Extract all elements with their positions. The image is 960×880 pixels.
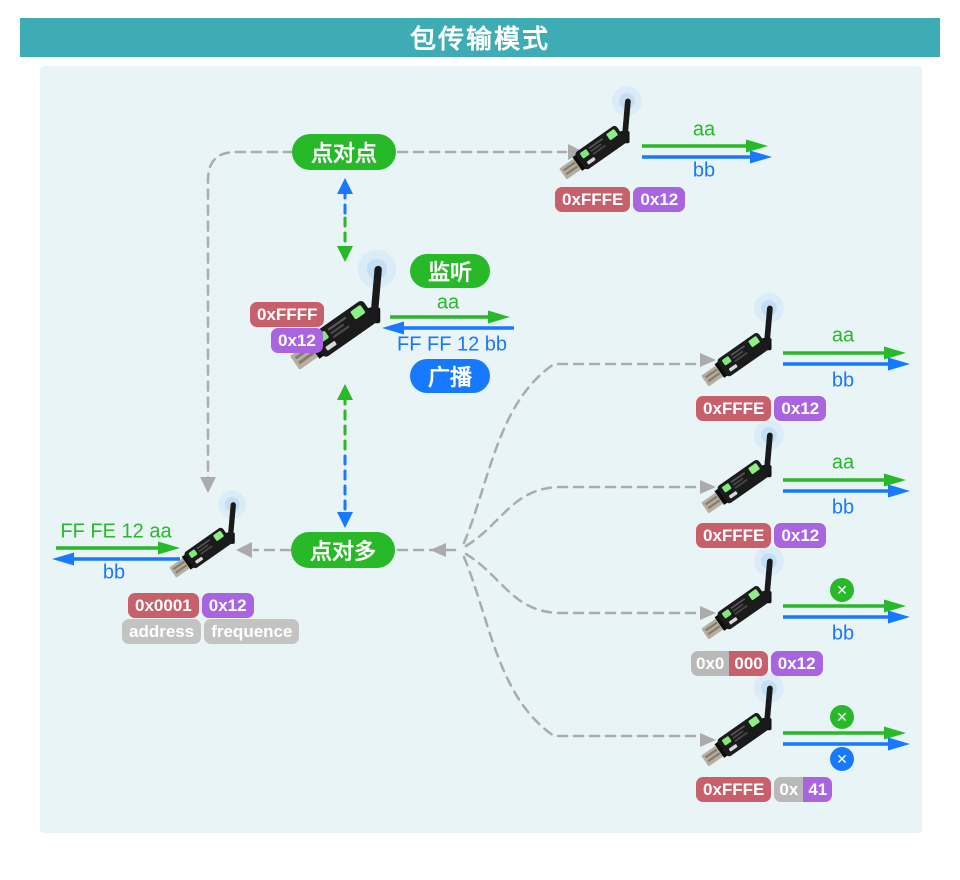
- usb-dongle-right2: [698, 420, 784, 517]
- blue-arrowhead-r2: [888, 484, 910, 498]
- blue-arrowhead-center-left: [382, 321, 404, 335]
- center-device-address: 0xFFFF: [250, 302, 325, 327]
- page-title: 包传输模式: [409, 24, 550, 54]
- dashed-branch-right2: [464, 485, 700, 548]
- green-arrowhead-r1: [884, 346, 906, 360]
- channel-badge: 0x12: [633, 187, 686, 212]
- blue-arrowhead-down: [337, 512, 353, 528]
- green-arrowhead-center: [488, 310, 510, 324]
- blue-arrowhead-top: [750, 150, 772, 164]
- green-arrowhead-down: [337, 246, 353, 262]
- gray-arrowhead-right4: [700, 733, 716, 747]
- blue-arrowhead-r1: [888, 357, 910, 371]
- flow-label-bb-r2: bb: [831, 496, 855, 519]
- blocked-cross-icon: ✕: [830, 705, 854, 729]
- green-arrowhead-top: [746, 139, 768, 153]
- blue-arrowhead-r4: [888, 737, 910, 751]
- flow-label-aa-r1: aa: [831, 324, 855, 347]
- flow-label-bb-r3: bb: [831, 622, 855, 645]
- right2-badges: 0xFFFE 0x12: [696, 523, 827, 548]
- gray-arrowhead-right3: [700, 606, 716, 620]
- pill-listen: 监听: [410, 254, 490, 288]
- dashed-branch-right4: [462, 555, 700, 738]
- pill-point-to-multi: 点对多: [291, 532, 395, 568]
- flow-label-bb-r1: bb: [831, 369, 855, 392]
- diagram-panel: [40, 66, 922, 833]
- gray-arrowhead-left: [236, 542, 252, 558]
- flow-label-bb-top: bb: [692, 159, 716, 182]
- blocked-cross-icon: ✕: [830, 578, 854, 602]
- channel-badge: 0x12: [271, 328, 323, 353]
- green-arrowhead-r3: [884, 599, 906, 613]
- section-header: 包传输模式: [20, 18, 940, 57]
- flow-label-unicast-frame: FF FE 12 aa: [60, 520, 172, 543]
- address-badge: 0xFFFE: [696, 777, 772, 802]
- dashed-branch-right1: [462, 362, 700, 545]
- dashed-link-p2p-to-left-device: [206, 150, 295, 480]
- green-arrowhead-r4: [884, 726, 906, 740]
- gray-arrowhead-right2: [700, 480, 716, 494]
- address-caption-badge: address: [122, 619, 202, 644]
- left-device-captions: address frequence: [122, 619, 300, 644]
- right3-badges: 0x0 000 0x12: [691, 651, 823, 676]
- green-arrowhead-up: [337, 384, 353, 400]
- pill-broadcast: 广播: [410, 359, 490, 393]
- usb-dongle-right4: [698, 673, 784, 770]
- usb-dongle-top: [556, 86, 642, 183]
- channel-badge-mismatch: 0x 41: [774, 777, 833, 802]
- channel-badge: 0x12: [770, 651, 823, 676]
- green-arrowhead-r2: [884, 473, 906, 487]
- top-device-badges: 0xFFFE 0x12: [555, 187, 686, 212]
- left-device-badges: 0x0001 0x12: [128, 593, 254, 618]
- blocked-cross-icon: ✕: [830, 747, 854, 771]
- flow-label-aa-r2: aa: [831, 451, 855, 474]
- channel-caption-badge: frequence: [204, 619, 300, 644]
- gray-arrowhead-down: [200, 477, 216, 493]
- usb-dongle-right3: [698, 546, 784, 643]
- channel-badge: 0x12: [774, 396, 827, 421]
- gray-arrowhead-right1: [700, 353, 716, 367]
- blue-arrowhead-up: [337, 178, 353, 194]
- address-badge-mismatch: 0x0 000: [691, 651, 768, 676]
- flow-label-aa-top: aa: [692, 118, 716, 141]
- address-badge: 0x0001: [128, 593, 199, 618]
- green-arrowhead-left: [158, 541, 180, 555]
- right4-badges: 0xFFFE 0x 41: [696, 777, 833, 802]
- gray-arrowhead-right-top: [568, 144, 584, 160]
- address-badge: 0xFFFE: [696, 523, 772, 548]
- flow-label-bb-left: bb: [102, 561, 126, 584]
- usb-dongle-left: [167, 490, 247, 581]
- gray-arrowhead-junction: [430, 543, 446, 557]
- pill-point-to-point: 点对点: [292, 134, 396, 170]
- dashed-branch-right3: [464, 552, 700, 615]
- address-badge: 0xFFFE: [696, 396, 772, 421]
- center-device-channel: 0x12: [271, 328, 323, 353]
- flow-label-broadcast-frame: FF FF 12 bb: [396, 333, 508, 356]
- usb-dongle-right1: [698, 293, 784, 390]
- address-badge: 0xFFFE: [555, 187, 631, 212]
- blue-arrowhead-left: [52, 552, 74, 566]
- channel-badge: 0x12: [201, 593, 254, 618]
- address-badge: 0xFFFF: [250, 302, 325, 327]
- channel-badge: 0x12: [774, 523, 827, 548]
- flow-label-aa-center: aa: [436, 291, 460, 314]
- blue-arrowhead-r3: [888, 610, 910, 624]
- right1-badges: 0xFFFE 0x12: [696, 396, 827, 421]
